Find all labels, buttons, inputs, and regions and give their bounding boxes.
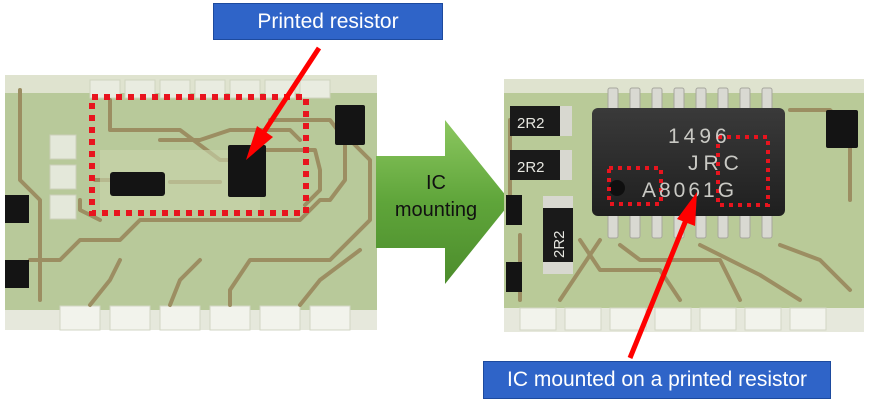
ic-mounted-label: IC mounted on a printed resistor bbox=[483, 361, 831, 399]
right-board-photo bbox=[504, 79, 864, 332]
printed-resistor-highlight bbox=[89, 94, 309, 216]
chip-resistor-2 bbox=[510, 150, 572, 180]
ic-mounting-caption: IC mounting bbox=[384, 170, 488, 224]
process-arrow bbox=[376, 120, 511, 284]
chip-resistor-3 bbox=[543, 196, 573, 274]
ic-marking-line3: A8061G bbox=[642, 179, 737, 202]
resistor-3-marking: 2R2 bbox=[551, 230, 568, 258]
chip-resistor-1 bbox=[510, 106, 572, 136]
ic-mounted-pointer-arrow bbox=[627, 192, 697, 359]
ic-marking-line2: JRC bbox=[688, 152, 744, 175]
ic-highlight-right bbox=[716, 135, 770, 207]
ic-mounting-caption-line2: mounting bbox=[394, 199, 478, 221]
printed-resistor-pointer-arrow bbox=[246, 46, 322, 160]
ic-top-leads bbox=[607, 87, 773, 113]
left-board-photo bbox=[5, 75, 377, 331]
printed-resistor-label: Printed resistor bbox=[213, 3, 443, 40]
ic-marking-line1: 1496 bbox=[668, 125, 731, 148]
resistor-1-marking: 2R2 bbox=[517, 115, 545, 132]
ic-mounting-caption-line1: IC bbox=[426, 172, 446, 194]
ic-pin1-dot bbox=[609, 180, 625, 196]
resistor-2-marking: 2R2 bbox=[517, 159, 545, 176]
